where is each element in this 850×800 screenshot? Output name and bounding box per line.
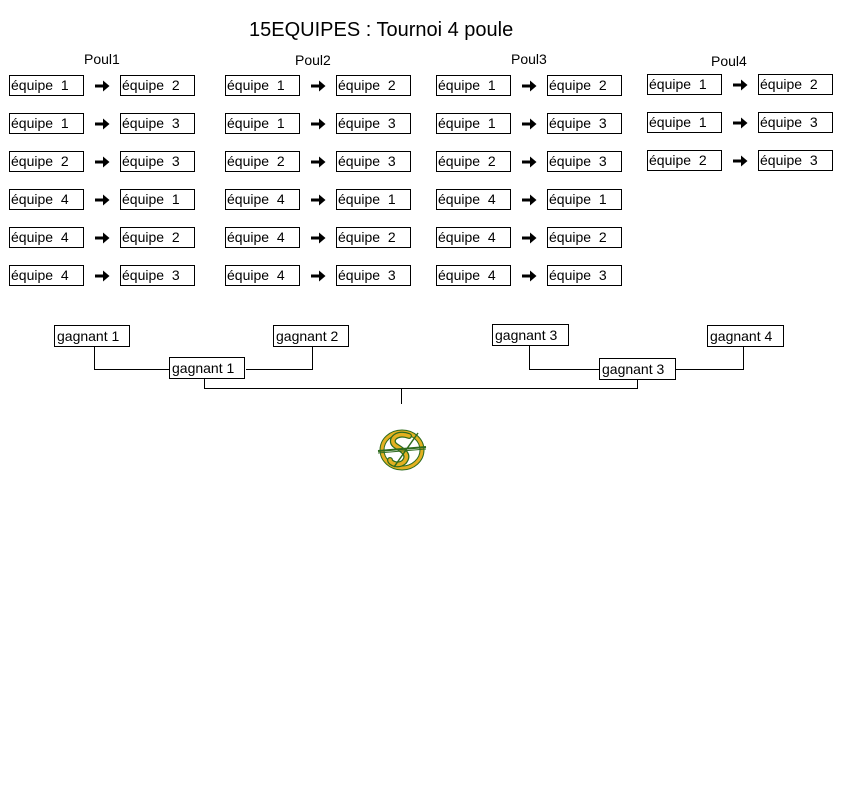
- pool1-match3-team-a: équipe 2: [9, 151, 84, 172]
- pool3-match4-team-b: équipe 1: [547, 189, 622, 210]
- pool1-match1-team-b: équipe 2: [120, 75, 195, 96]
- bracket-winner-2: gagnant 2: [273, 325, 349, 347]
- pool2-match5-team-b: équipe 2: [336, 227, 411, 248]
- page-title: 15EQUIPES : Tournoi 4 poule: [249, 19, 514, 41]
- pool2-match6-team-a: équipe 4: [225, 265, 300, 286]
- arrow-right-icon: [522, 194, 537, 206]
- pool3-match6-team-b: équipe 3: [547, 265, 622, 286]
- pool3-match5-team-a: équipe 4: [436, 227, 511, 248]
- pool4-match2-team-a: équipe 1: [647, 112, 722, 133]
- arrow-right-icon: [522, 80, 537, 92]
- pool2-match4-team-a: équipe 4: [225, 189, 300, 210]
- pool3-match1-team-b: équipe 2: [547, 75, 622, 96]
- pool-label-4: Poul4: [711, 53, 747, 69]
- arrow-right-icon: [311, 194, 326, 206]
- pool2-match1-team-a: équipe 1: [225, 75, 300, 96]
- arrow-right-icon: [733, 155, 748, 167]
- pool1-match5-team-a: équipe 4: [9, 227, 84, 248]
- arrow-right-icon: [95, 156, 110, 168]
- pool1-match3-team-b: équipe 3: [120, 151, 195, 172]
- pool2-match3-team-b: équipe 3: [336, 151, 411, 172]
- pool3-match4-team-a: équipe 4: [436, 189, 511, 210]
- pool2-match5-team-a: équipe 4: [225, 227, 300, 248]
- pool2-match2-team-a: équipe 1: [225, 113, 300, 134]
- pool2-match6-team-b: équipe 3: [336, 265, 411, 286]
- pool3-match2-team-b: équipe 3: [547, 113, 622, 134]
- pool1-match6-team-a: équipe 4: [9, 265, 84, 286]
- pool3-match6-team-a: équipe 4: [436, 265, 511, 286]
- arrow-right-icon: [311, 156, 326, 168]
- bracket-semi-2: gagnant 3: [599, 358, 676, 380]
- pool4-match3-team-a: équipe 2: [647, 150, 722, 171]
- arrow-right-icon: [95, 80, 110, 92]
- pool1-match4-team-b: équipe 1: [120, 189, 195, 210]
- pool3-match3-team-b: équipe 3: [547, 151, 622, 172]
- pool4-match1-team-b: équipe 2: [758, 74, 833, 95]
- bracket-winner-3: gagnant 3: [492, 324, 569, 346]
- pool2-match1-team-b: équipe 2: [336, 75, 411, 96]
- arrow-right-icon: [522, 232, 537, 244]
- pool3-match2-team-a: équipe 1: [436, 113, 511, 134]
- arrow-right-icon: [733, 117, 748, 129]
- arrow-right-icon: [95, 270, 110, 282]
- arrow-right-icon: [522, 156, 537, 168]
- arrow-right-icon: [95, 118, 110, 130]
- pool1-match2-team-a: équipe 1: [9, 113, 84, 134]
- club-logo-icon: [377, 429, 427, 471]
- arrow-right-icon: [311, 80, 326, 92]
- pool2-match2-team-b: équipe 3: [336, 113, 411, 134]
- pool1-match4-team-a: équipe 4: [9, 189, 84, 210]
- arrow-right-icon: [522, 270, 537, 282]
- pool1-match5-team-b: équipe 2: [120, 227, 195, 248]
- pool-label-3: Poul3: [511, 51, 547, 67]
- arrow-right-icon: [95, 232, 110, 244]
- pool1-match6-team-b: équipe 3: [120, 265, 195, 286]
- bracket-winner-4: gagnant 4: [707, 325, 784, 347]
- arrow-right-icon: [311, 232, 326, 244]
- pool4-match1-team-a: équipe 1: [647, 74, 722, 95]
- bracket-semi-1: gagnant 1: [169, 357, 245, 379]
- arrow-right-icon: [95, 194, 110, 206]
- bracket-winner-1: gagnant 1: [54, 325, 130, 347]
- arrow-right-icon: [311, 118, 326, 130]
- pool3-match3-team-a: équipe 2: [436, 151, 511, 172]
- pool2-match4-team-b: équipe 1: [336, 189, 411, 210]
- pool3-match5-team-b: équipe 2: [547, 227, 622, 248]
- pool-label-1: Poul1: [84, 51, 120, 67]
- pool1-match2-team-b: équipe 3: [120, 113, 195, 134]
- arrow-right-icon: [733, 79, 748, 91]
- pool-label-2: Poul2: [295, 52, 331, 68]
- pool1-match1-team-a: équipe 1: [9, 75, 84, 96]
- arrow-right-icon: [311, 270, 326, 282]
- arrow-right-icon: [522, 118, 537, 130]
- pool4-match3-team-b: équipe 3: [758, 150, 833, 171]
- pool3-match1-team-a: équipe 1: [436, 75, 511, 96]
- pool4-match2-team-b: équipe 3: [758, 112, 833, 133]
- pool2-match3-team-a: équipe 2: [225, 151, 300, 172]
